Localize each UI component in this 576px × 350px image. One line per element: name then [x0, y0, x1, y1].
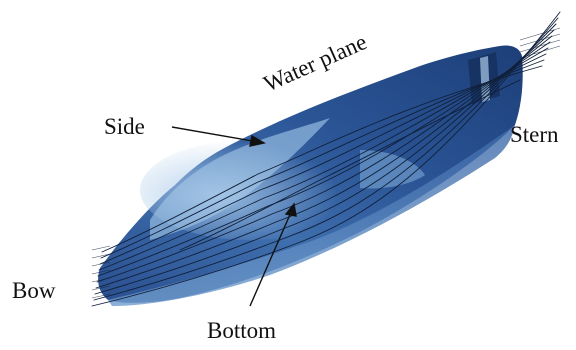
label-side: Side — [104, 114, 145, 139]
label-bow: Bow — [12, 278, 56, 303]
side-arrow-line — [172, 127, 258, 142]
label-stern: Stern — [510, 122, 559, 147]
label-bottom: Bottom — [207, 318, 276, 343]
label-water-plane: Water plane — [260, 29, 371, 97]
